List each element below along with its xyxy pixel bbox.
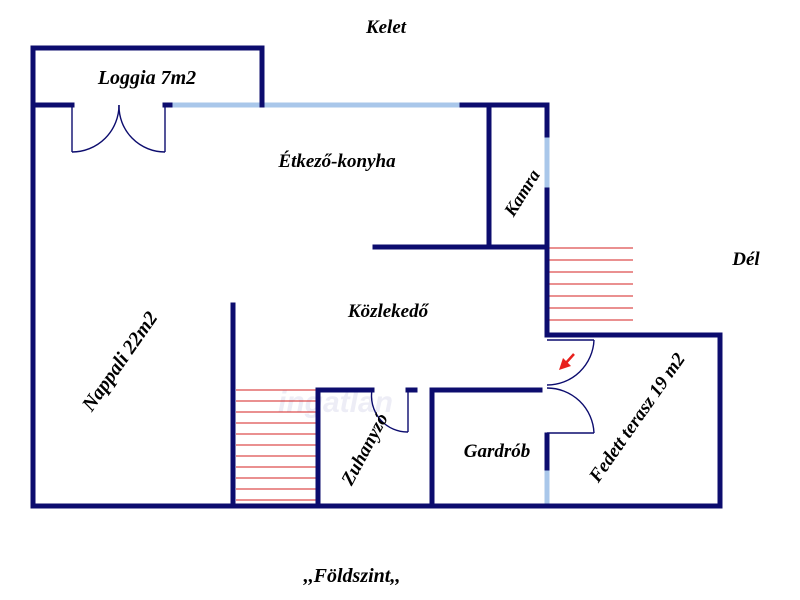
entrance-arrow-icon (559, 353, 575, 370)
room-label-kitchen: Étkező-konyha (277, 150, 396, 172)
room-label-living: Nappali 22m2 (77, 308, 162, 417)
walls (30, 45, 723, 509)
shower-door[interactable] (370, 389, 409, 433)
stairs-interior (236, 389, 316, 501)
room-label-pantry: Kamra (499, 166, 544, 221)
stairs-east (548, 247, 633, 321)
entrance-door[interactable] (546, 339, 595, 434)
floor-title: ,,Földszint,, (303, 565, 401, 587)
loggia-double-door[interactable] (71, 104, 166, 153)
room-label-corridor: Közlekedő (347, 301, 430, 322)
compass-label-del: Dél (731, 249, 760, 270)
room-label-terrace: Fedett terasz 19 m2 (585, 349, 691, 487)
room-label-shower: Zuhanyzó (337, 410, 393, 490)
compass-label-kelet: Kelet (365, 17, 407, 38)
room-label-loggia: Loggia 7m2 (97, 67, 196, 89)
room-label-wardrobe: Gardrób (464, 441, 531, 462)
windows (170, 102, 550, 506)
